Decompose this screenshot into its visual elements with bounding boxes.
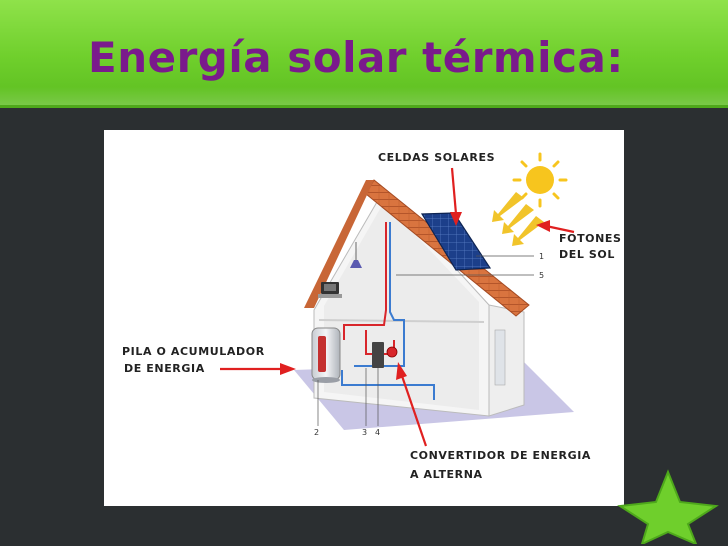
lamp-shade [350, 260, 362, 268]
sun-icon [512, 152, 568, 208]
slide-title: Energía solar térmica: [88, 33, 624, 82]
roof-edge [304, 180, 374, 308]
label-converter-1: CONVERTIDOR DE ENERGIA [410, 449, 591, 462]
label-photons-1: FOTONES [559, 232, 622, 245]
label-photons-2: DEL SOL [559, 248, 615, 261]
number-3: 3 [362, 428, 367, 437]
label-battery-2: DE ENERGIA [124, 362, 205, 375]
label-solar-cells: CELDAS SOLARES [378, 151, 495, 164]
label-arrows [220, 167, 575, 447]
meter-dial [386, 346, 398, 358]
pipe-blue-2 [341, 370, 435, 400]
number-4: 4 [375, 428, 380, 437]
label-converter-2: A ALTERNA [410, 468, 483, 481]
pipe-blue [354, 222, 405, 367]
solar-panel [420, 212, 492, 271]
pipe-red [343, 222, 387, 340]
number-leaders [317, 255, 534, 426]
slide-header: Energía solar térmica: [0, 0, 728, 108]
solar-house-diagram: 1 5 2 3 4 CELDAS SOLARES FOTONES DEL SOL… [122, 151, 622, 481]
diagram-panel: 1 5 2 3 4 CELDAS SOLARES FOTONES DEL SOL… [104, 130, 624, 506]
number-2: 2 [314, 428, 319, 437]
number-1: 1 [539, 252, 544, 261]
photon-arrows-icon [492, 192, 544, 246]
green-star-decoration-icon [617, 469, 719, 544]
number-5: 5 [539, 271, 544, 280]
side-window [494, 329, 506, 386]
house-interior [324, 202, 479, 410]
house-side-wall [488, 304, 525, 417]
converter-unit [372, 342, 384, 368]
label-battery-1: PILA O ACUMULADOR [122, 345, 265, 358]
